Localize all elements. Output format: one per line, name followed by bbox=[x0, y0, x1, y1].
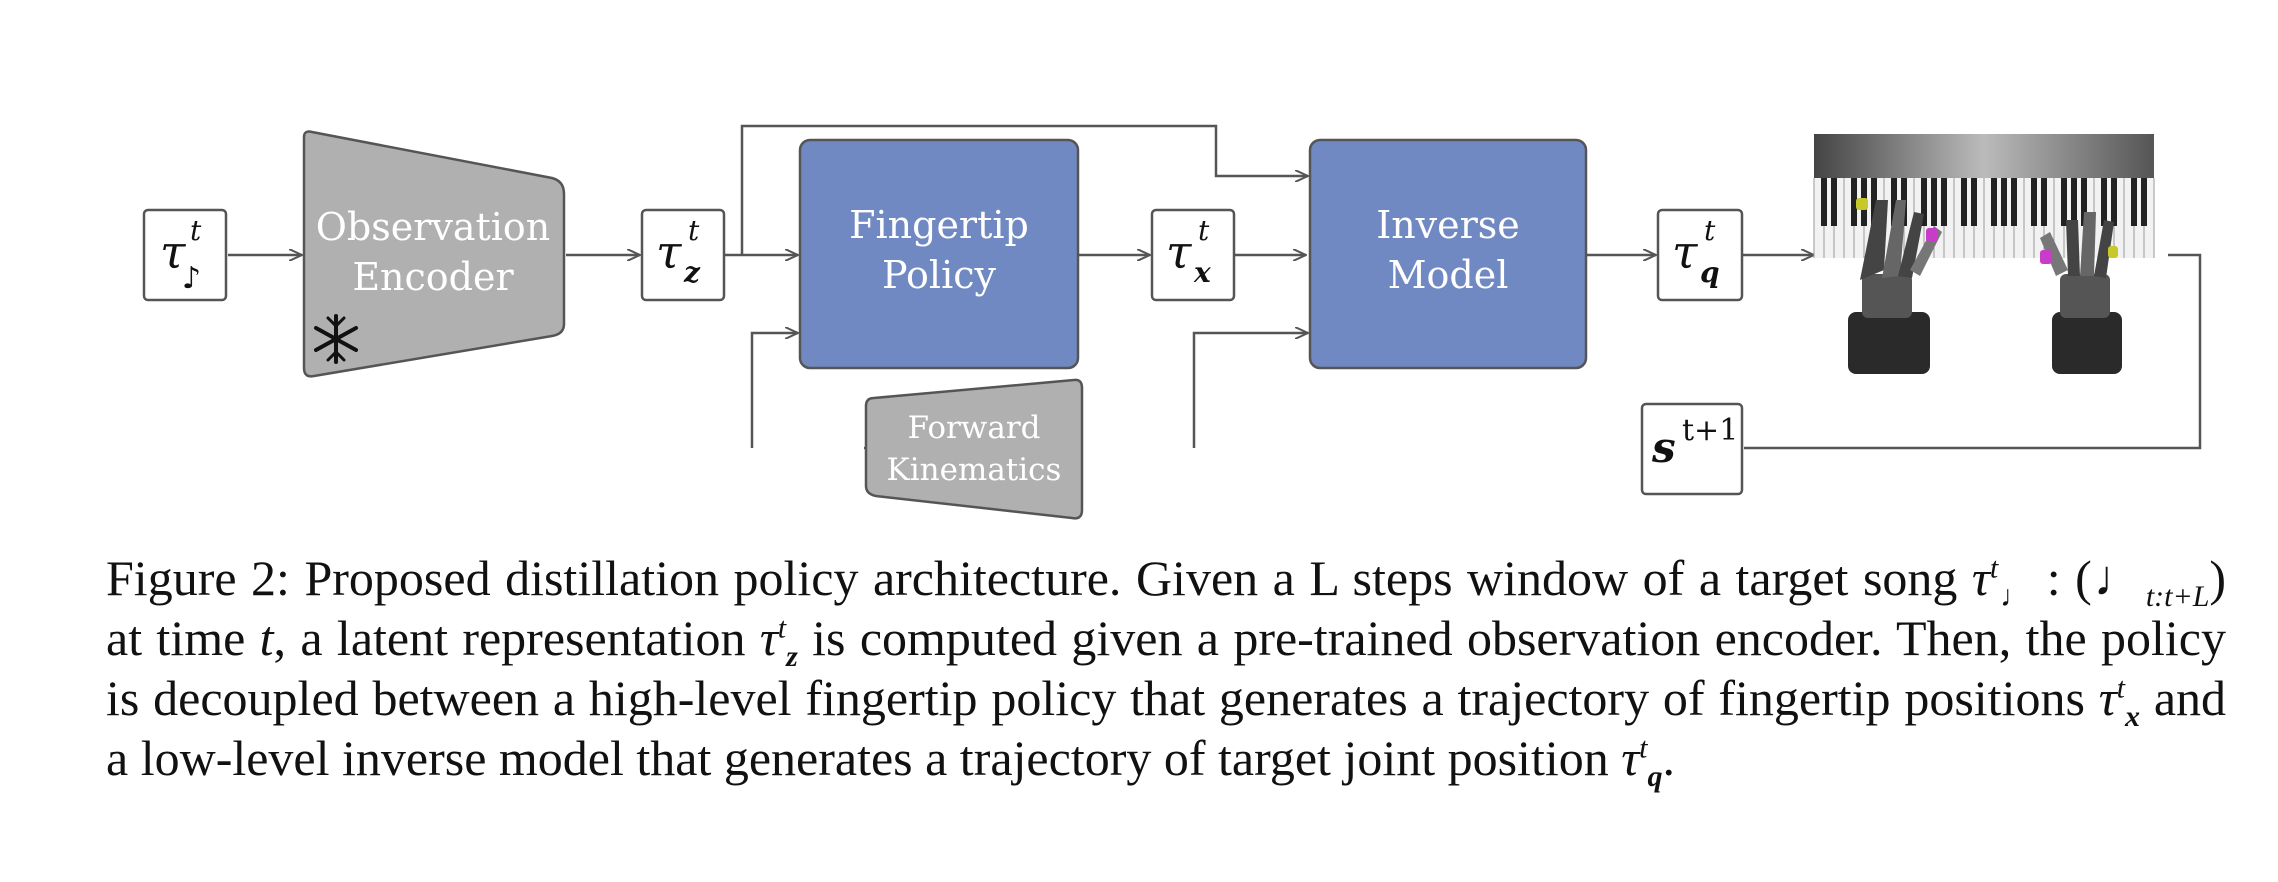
observation-encoder-label-2: Encoder bbox=[352, 255, 514, 299]
fingertip-policy-block: Fingertip Policy bbox=[798, 138, 1080, 370]
snowflake-icon bbox=[314, 314, 358, 364]
inverse-model-block: Inverse Model bbox=[1308, 138, 1588, 370]
caption-sentence-2a: Given a L steps window of a target song bbox=[1135, 550, 1958, 606]
caption-sentence-1: Proposed distillation policy architectur… bbox=[304, 550, 1122, 606]
svg-text:x: x bbox=[1193, 256, 1211, 289]
svg-text:♪: ♪ bbox=[182, 261, 201, 296]
tau-z-node: τ t z bbox=[640, 208, 726, 302]
figure-caption: Figure 2: Proposed distillation policy a… bbox=[106, 550, 2227, 793]
inverse-model-label-1: Inverse bbox=[1376, 203, 1520, 247]
svg-text:t+1: t+1 bbox=[1682, 413, 1738, 448]
caption-sentence-3a: Then, the policy is decoupled between a … bbox=[106, 610, 2226, 726]
svg-text:τ: τ bbox=[656, 225, 683, 279]
svg-text:τ: τ bbox=[160, 225, 187, 279]
svg-text:t: t bbox=[1198, 214, 1210, 247]
forward-kinematics-block: Forward Kinematics bbox=[864, 378, 1084, 520]
piano-robot-hands-image bbox=[1813, 134, 2155, 374]
svg-text:τ: τ bbox=[1672, 225, 1699, 279]
caption-sentence-3b: and a low-level inverse model that gener… bbox=[106, 670, 2227, 786]
svg-text:τ: τ bbox=[1166, 225, 1193, 279]
fingertip-policy-label-2: Policy bbox=[882, 253, 996, 297]
architecture-diagram: τ t ♪ Observation Encoder τ t z Fingerti… bbox=[142, 124, 2202, 520]
svg-text:z: z bbox=[683, 256, 701, 289]
inverse-model-label-2: Model bbox=[1388, 253, 1509, 297]
tau-x-node: τ t x bbox=[1150, 208, 1236, 302]
svg-text:s: s bbox=[1651, 423, 1676, 472]
next-state-node: s t+1 bbox=[1640, 402, 1744, 496]
caption-label: Figure 2: bbox=[106, 550, 290, 606]
right-robot-hand bbox=[2040, 212, 2122, 374]
forward-kinematics-label-1: Forward bbox=[908, 410, 1041, 446]
tau-q-node: τ t q bbox=[1656, 208, 1744, 302]
svg-text:t: t bbox=[190, 214, 202, 247]
tau-note-node: τ t ♪ bbox=[142, 208, 228, 302]
svg-text:q: q bbox=[1700, 256, 1720, 289]
svg-text:t: t bbox=[1704, 214, 1716, 247]
svg-text:t: t bbox=[688, 214, 700, 247]
left-robot-hand bbox=[1848, 198, 1942, 374]
fingertip-policy-label-1: Fingertip bbox=[849, 203, 1029, 247]
observation-encoder-label-1: Observation bbox=[316, 205, 551, 249]
forward-kinematics-label-2: Kinematics bbox=[887, 452, 1062, 488]
observation-encoder-block: Observation Encoder bbox=[302, 130, 566, 378]
